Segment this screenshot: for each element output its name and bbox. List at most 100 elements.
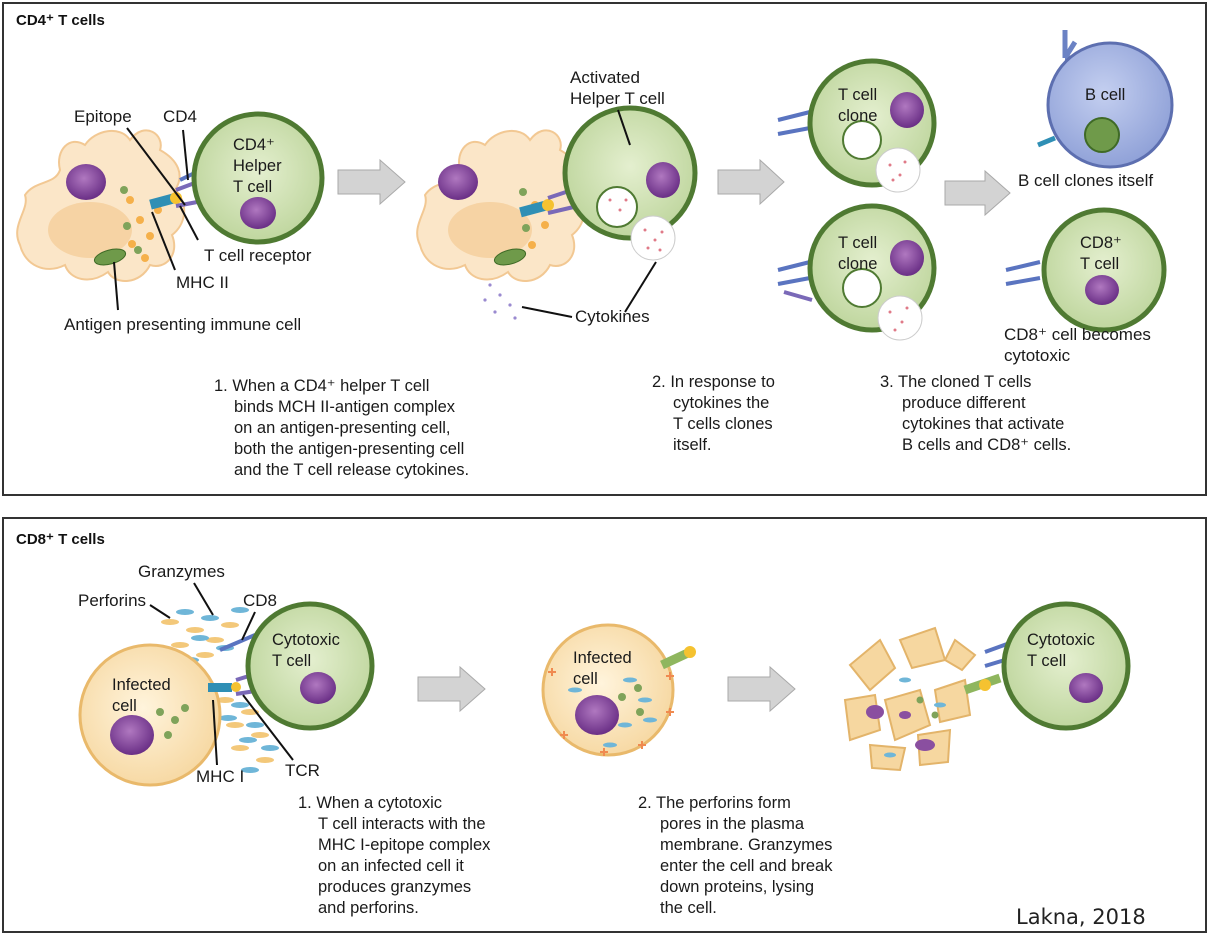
svg-text:and the T cell release cytokin: and the T cell release cytokines. — [234, 461, 469, 479]
svg-text:enter the cell and break: enter the cell and break — [660, 857, 833, 875]
helper-label-2: Helper — [233, 157, 282, 175]
cytotoxic-b-label-2: T cell — [1027, 652, 1066, 670]
leader-lines-2 — [521, 109, 657, 318]
svg-text:itself.: itself. — [673, 436, 712, 454]
b-cell-label: B cell — [1085, 86, 1125, 104]
mhc2-label: MHC II — [176, 273, 229, 292]
svg-text:1. When a CD4⁺ helper T cell: 1. When a CD4⁺ helper T cell — [214, 377, 429, 395]
svg-text:1. When a cytotoxic: 1. When a cytotoxic — [298, 794, 442, 812]
nucleus-icon — [438, 164, 478, 200]
svg-text:cytokines the: cytokines the — [673, 394, 769, 412]
cytokine-dots — [483, 283, 517, 320]
antigen-presenting-cell-2 — [416, 129, 586, 282]
epitope-label: Epitope — [74, 107, 132, 126]
cd8-step1-caption: 1. When a cytotoxic T cell interacts wit… — [298, 794, 491, 917]
leader-lines — [113, 127, 199, 311]
cytotoxic-b-label-1: Cytotoxic — [1027, 631, 1095, 649]
t-cell-clone-a — [777, 58, 937, 193]
cd8-label-2: T cell — [1080, 255, 1119, 273]
arrow-icon — [417, 665, 486, 713]
infected-label-1: Infected — [112, 676, 171, 694]
tcr-label: T cell receptor — [204, 246, 312, 265]
svg-text:on an antigen-presenting cell,: on an antigen-presenting cell, — [234, 419, 450, 437]
svg-text:cytokines that activate: cytokines that activate — [902, 415, 1064, 433]
cd4-label: CD4 — [163, 107, 197, 126]
helper-label-1: CD4⁺ — [233, 136, 275, 154]
svg-text:produces granzymes: produces granzymes — [318, 878, 471, 896]
nucleus-icon — [300, 672, 336, 704]
lysed-debris — [866, 677, 946, 758]
nucleus-icon — [1085, 275, 1119, 305]
antigen-presenting-cell — [16, 129, 186, 282]
clone-a-label-2: clone — [838, 107, 877, 125]
b-cell — [1037, 30, 1174, 169]
cd8-step2-caption: 2. The perforins form pores in the plasm… — [638, 794, 833, 917]
credit-text: Lakna, 2018 — [1016, 905, 1146, 929]
clone-a-label-1: T cell — [838, 86, 877, 104]
svg-text:3. The cloned T cells: 3. The cloned T cells — [880, 373, 1031, 391]
granzymes-label: Granzymes — [138, 562, 225, 581]
helper-label-3: T cell — [233, 178, 272, 196]
svg-text:binds MCH II-antigen complex: binds MCH II-antigen complex — [234, 398, 456, 416]
mhc1-label: MHC I — [196, 767, 244, 786]
svg-text:the cell.: the cell. — [660, 899, 717, 917]
svg-text:on an infected cell it: on an infected cell it — [318, 857, 464, 875]
apc-label: Antigen presenting immune cell — [64, 315, 301, 334]
nucleus-icon — [890, 240, 924, 276]
cd4-step1-caption: 1. When a CD4⁺ helper T cell binds MCH I… — [214, 377, 469, 479]
svg-text:both the antigen-presenting ce: both the antigen-presenting cell — [234, 440, 464, 458]
infected-cell-perforated — [541, 623, 696, 757]
cd4-step3-caption: 3. The cloned T cells produce different … — [880, 373, 1071, 454]
svg-text:produce different: produce different — [902, 394, 1026, 412]
perforins-label: Perforins — [78, 591, 146, 610]
svg-text:B cells and CD8⁺ cells.: B cells and CD8⁺ cells. — [902, 436, 1071, 454]
nucleus-icon — [240, 197, 276, 229]
arrow-icon — [727, 665, 796, 713]
activated-label-1: Activated — [570, 68, 640, 87]
cd8-caption-1: CD8⁺ cell becomes — [1004, 325, 1151, 344]
cd8-caption-2: cytotoxic — [1004, 346, 1071, 365]
activated-label-2: Helper T cell — [570, 89, 665, 108]
nucleus-icon — [110, 715, 154, 755]
helper-t-cell — [191, 111, 325, 245]
cytotoxic-t-cell — [245, 601, 375, 731]
cytotoxic-label-2: T cell — [272, 652, 311, 670]
cd8-label-1: CD8⁺ — [1080, 234, 1122, 252]
cytotoxic-label-1: Cytotoxic — [272, 631, 340, 649]
nucleus-icon — [646, 162, 680, 198]
cd8-receptor-label: CD8 — [243, 591, 277, 610]
clone-b-label-1: T cell — [838, 234, 877, 252]
svg-text:down proteins, lysing: down proteins, lysing — [660, 878, 814, 896]
cd4-panel-title: CD4⁺ T cells — [16, 12, 105, 29]
activated-helper-t-cell — [562, 105, 698, 261]
infected-b-label-1: Infected — [573, 649, 632, 667]
svg-text:pores in the plasma: pores in the plasma — [660, 815, 805, 833]
leader-lines-3 — [149, 582, 294, 766]
clone-b-label-2: clone — [838, 255, 877, 273]
cd4-step2-caption: 2. In response to cytokines the T cells … — [652, 373, 775, 454]
nucleus-icon — [1069, 673, 1103, 703]
svg-text:2. The perforins form: 2. The perforins form — [638, 794, 791, 812]
svg-text:membrane. Granzymes: membrane. Granzymes — [660, 836, 832, 854]
infected-cell — [78, 643, 222, 787]
svg-text:2. In response to: 2. In response to — [652, 373, 775, 391]
cytotoxic-t-cell-2 — [963, 601, 1131, 731]
infected-label-2: cell — [112, 697, 137, 715]
t-cell-clone-b — [777, 203, 937, 341]
nucleus-icon — [66, 164, 106, 200]
svg-text:and perforins.: and perforins. — [318, 899, 419, 917]
cd8-panel-title: CD8⁺ T cells — [16, 531, 105, 548]
arrow-icon — [944, 169, 1011, 217]
svg-text:MHC I-epitope complex: MHC I-epitope complex — [318, 836, 491, 854]
cd8-t-cell — [1005, 207, 1167, 333]
tcr-short-label: TCR — [285, 761, 320, 780]
infected-b-label-2: cell — [573, 670, 598, 688]
cytokines-label: Cytokines — [575, 307, 650, 326]
svg-text:T cell interacts with the: T cell interacts with the — [318, 815, 486, 833]
b-cell-caption: B cell clones itself — [1018, 171, 1153, 190]
arrow-icon — [717, 158, 785, 206]
cd4-panel — [2, 2, 1207, 496]
nucleus-icon — [575, 695, 619, 735]
arrow-icon — [337, 158, 406, 206]
